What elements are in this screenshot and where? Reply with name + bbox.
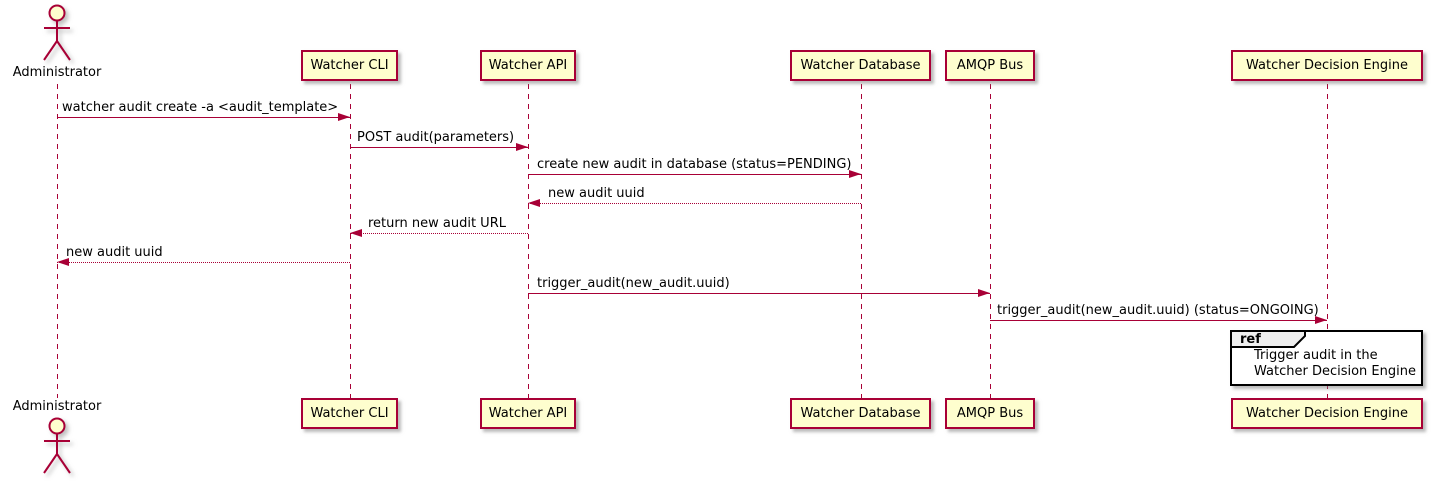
participant-label: Watcher CLI bbox=[310, 406, 389, 421]
ref-text-line: Trigger audit in the bbox=[1254, 348, 1378, 363]
participant-label: Watcher CLI bbox=[310, 58, 389, 73]
participant-watcher-cli-bottom: Watcher CLI bbox=[301, 398, 398, 429]
ref-tag-icon bbox=[1230, 330, 1306, 348]
message-line bbox=[350, 147, 528, 148]
participant-label: Watcher Database bbox=[800, 58, 921, 73]
participant-amqp-bus-top: AMQP Bus bbox=[945, 50, 1035, 81]
lifeline-watcher-database bbox=[861, 84, 862, 398]
message-label: return new audit URL bbox=[368, 216, 506, 231]
participant-label: Watcher Decision Engine bbox=[1246, 58, 1408, 73]
lifeline-administrator bbox=[57, 84, 58, 398]
message-label: trigger_audit(new_audit.uuid) bbox=[537, 276, 730, 291]
participant-watcher-database-top: Watcher Database bbox=[790, 50, 931, 81]
ref-tag-label: ref bbox=[1240, 332, 1261, 347]
message-label: watcher audit create -a <audit_template> bbox=[62, 100, 339, 115]
participant-label: Watcher Decision Engine bbox=[1246, 406, 1408, 421]
message-line bbox=[990, 320, 1327, 321]
participant-amqp-bus-bottom: AMQP Bus bbox=[945, 398, 1035, 429]
participant-label: Watcher Database bbox=[800, 406, 921, 421]
participant-label: AMQP Bus bbox=[956, 406, 1024, 421]
message-line bbox=[528, 174, 861, 175]
message-label: POST audit(parameters) bbox=[357, 130, 515, 145]
participant-watcher-api-bottom: Watcher API bbox=[480, 398, 576, 429]
participant-watcher-decision-engine-bottom: Watcher Decision Engine bbox=[1231, 398, 1423, 429]
participant-label: Watcher API bbox=[488, 406, 568, 421]
participant-watcher-api-top: Watcher API bbox=[480, 50, 576, 81]
participant-label: Watcher API bbox=[488, 58, 568, 73]
message-line bbox=[57, 262, 350, 263]
arrowhead-right-icon bbox=[978, 289, 990, 297]
participant-watcher-cli-top: Watcher CLI bbox=[301, 50, 398, 81]
message-line bbox=[57, 117, 350, 118]
arrowhead-left-icon bbox=[350, 229, 362, 237]
message-line bbox=[528, 203, 861, 204]
participant-label: AMQP Bus bbox=[956, 58, 1024, 73]
arrowhead-right-icon bbox=[516, 143, 528, 151]
arrowhead-left-icon bbox=[528, 199, 540, 207]
arrowhead-right-icon bbox=[849, 170, 861, 178]
message-line bbox=[528, 293, 990, 294]
participant-watcher-database-bottom: Watcher Database bbox=[790, 398, 931, 429]
actor-icon bbox=[43, 417, 71, 474]
arrowhead-left-icon bbox=[57, 258, 69, 266]
actor-administrator-top-label: Administrator bbox=[12, 65, 102, 80]
ref-text-line: Watcher Decision Engine bbox=[1254, 364, 1416, 379]
ref-fragment: ref Trigger audit in the Watcher Decisio… bbox=[1230, 330, 1423, 386]
actor-administrator-bottom-label: Administrator bbox=[12, 399, 102, 414]
participant-watcher-decision-engine-top: Watcher Decision Engine bbox=[1231, 50, 1423, 81]
lifeline-watcher-api bbox=[528, 84, 529, 398]
lifeline-watcher-cli bbox=[350, 84, 351, 398]
message-label: new audit uuid bbox=[548, 186, 645, 201]
lifeline-watcher-decision-engine bbox=[1327, 84, 1328, 398]
message-label: trigger_audit(new_audit.uuid) (status=ON… bbox=[997, 303, 1319, 318]
lifeline-amqp-bus bbox=[990, 84, 991, 398]
message-label: new audit uuid bbox=[66, 245, 163, 260]
arrowhead-right-icon bbox=[1315, 316, 1327, 324]
arrowhead-right-icon bbox=[338, 113, 350, 121]
message-line bbox=[350, 233, 528, 234]
actor-icon bbox=[43, 4, 71, 61]
message-label: create new audit in database (status=PEN… bbox=[537, 157, 852, 172]
